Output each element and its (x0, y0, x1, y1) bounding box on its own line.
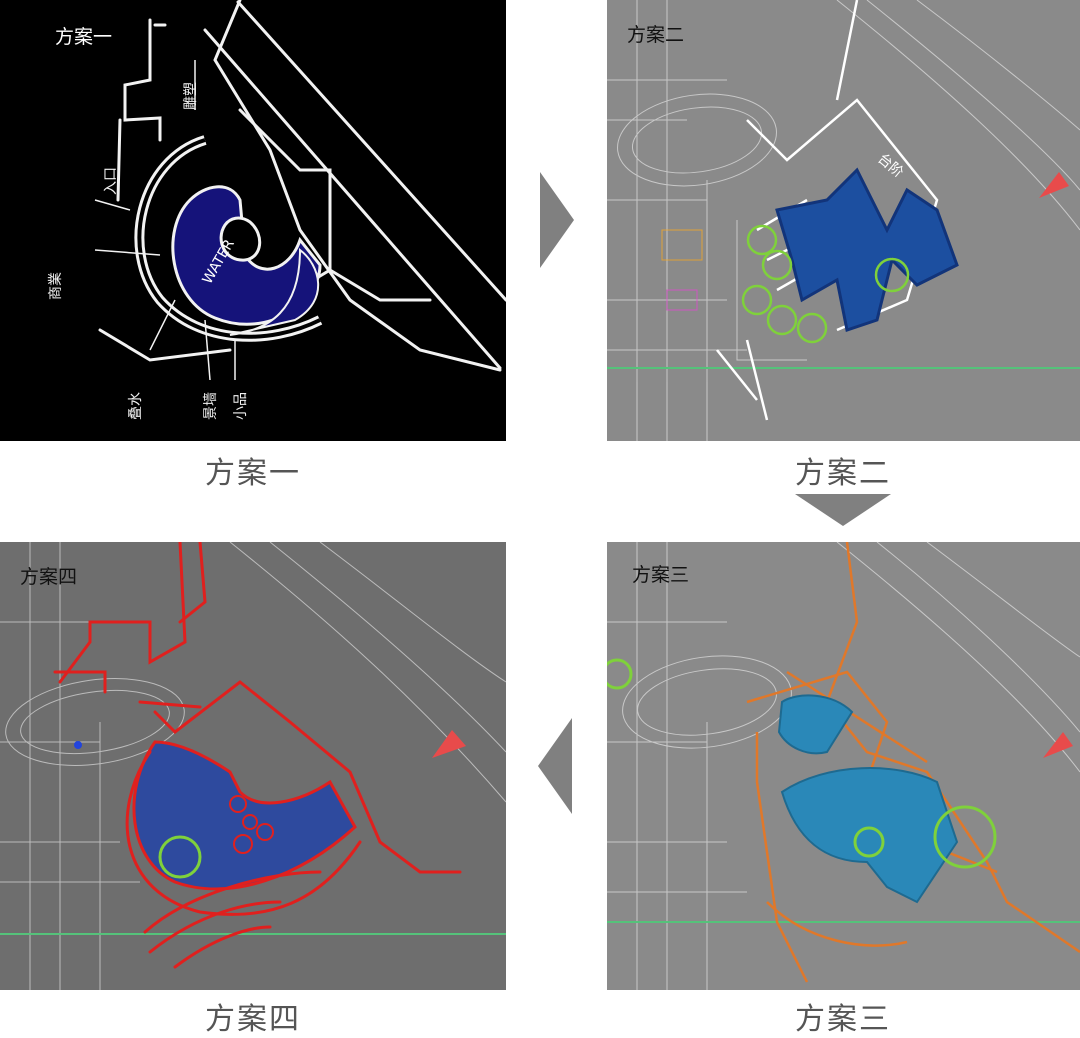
arrow-down-icon (795, 492, 891, 528)
north-marker-icon (1043, 732, 1073, 758)
scheme-three-panel: 方案三 (607, 542, 1080, 990)
arrow-right-icon (538, 172, 576, 268)
scheme-four-caption: 方案四 (205, 1002, 301, 1037)
svg-text:入口: 入口 (103, 167, 119, 195)
scheme-two-plan: 台阶 (607, 0, 1080, 441)
scheme-three-inner-label: 方案三 (632, 564, 690, 586)
scheme-one-panel: WATER 商業 叠水 景墙 小品 入口 雕塑 方案一 (0, 0, 506, 441)
scheme-two-inner-label: 方案二 (627, 24, 685, 46)
scheme-two-caption: 方案二 (795, 456, 891, 491)
scheme-four-panel: 方案四 (0, 542, 506, 990)
scheme-one-caption: 方案一 (205, 456, 301, 491)
svg-text:景墙: 景墙 (203, 392, 219, 420)
north-marker-icon (1039, 172, 1069, 198)
scheme-three-plan (607, 542, 1080, 990)
svg-text:小品: 小品 (233, 392, 249, 420)
scheme-four-inner-label: 方案四 (20, 566, 78, 588)
scheme-three-caption: 方案三 (795, 1002, 891, 1037)
scheme-one-inner-label: 方案一 (55, 26, 113, 48)
svg-text:叠水: 叠水 (128, 392, 144, 420)
scheme-four-plan (0, 542, 506, 990)
svg-text:商業: 商業 (48, 272, 64, 300)
north-marker-icon (432, 730, 466, 758)
scheme-two-panel: 台阶 方案二 (607, 0, 1080, 441)
scheme-one-sketch: WATER 商業 叠水 景墙 小品 入口 雕塑 (0, 0, 506, 441)
svg-text:雕塑: 雕塑 (183, 82, 199, 110)
arrow-left-icon (536, 718, 574, 814)
